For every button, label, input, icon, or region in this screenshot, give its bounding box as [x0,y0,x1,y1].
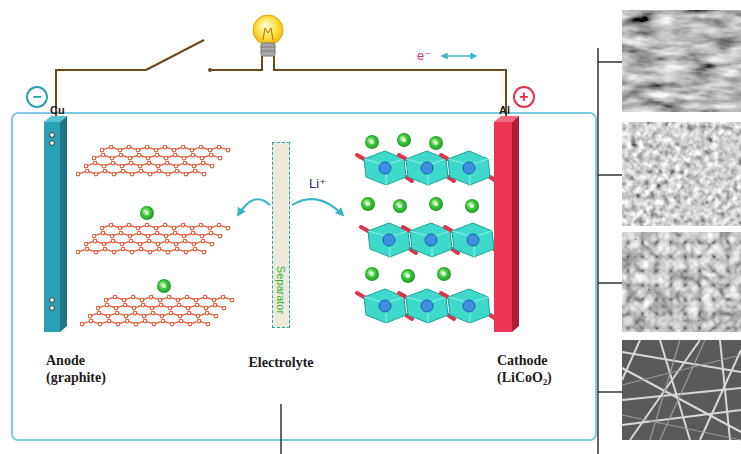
lithium-ion [397,133,411,147]
bracket-tick [598,282,622,284]
lithium-ion [429,136,443,150]
collector-label: Cu [50,104,65,116]
negative-terminal [27,87,47,107]
switch-contact [208,68,212,72]
coo6-octahedron [441,289,496,323]
cell-housing [12,113,596,440]
contact-dot [50,306,55,311]
lithium-ion [365,267,379,281]
graphite-layers [78,147,232,324]
lithium-ion [401,269,415,283]
wire [274,56,506,116]
bulb-thread [261,51,275,52]
anode-electrode: CuAnode (graphite) [38,98,236,392]
coo6-octahedron [441,151,496,185]
contact-dot [50,141,55,146]
electrode-label: Cathode (LiCoO₂) [497,352,552,386]
lithium-ion [365,135,379,149]
electrolyte-label: Electrolyte [248,354,313,371]
terminal-sign: + [519,89,528,105]
bracket-tick [598,174,622,176]
graphene-sheet [78,147,228,174]
lithium-ion [437,267,451,281]
separator-label: Separator [275,266,287,314]
cathode-electrode: AlCathode (LiCoO₂) [345,98,570,392]
sem-image [622,10,741,112]
sem-fibers [622,340,741,440]
anode-plate [44,116,67,332]
lithium-ion [157,279,171,293]
electron-flow-arrow [442,55,476,57]
fiber [630,340,700,440]
sem-image [622,340,741,440]
positive-terminal [514,87,534,107]
fiber [622,355,741,385]
fiber [622,340,640,380]
bracket-tick [598,61,622,63]
switch-lever [146,40,204,70]
bracket-line [597,48,599,454]
plate-side [512,116,519,332]
fiber [650,340,680,440]
fiber [720,340,730,440]
ion-label: Li⁺ [307,176,328,191]
fiber [660,340,705,440]
contact-dot [50,133,55,138]
cathode-plate [494,116,519,332]
sem-image [622,122,741,226]
bracket-tick [598,391,622,393]
lithium-ion [429,197,443,211]
collector-label: Al [499,104,510,116]
coo6-octahedron [445,223,500,257]
bulb-thread [261,47,275,48]
sem-bracket [598,48,622,454]
wire [56,70,146,116]
light-bulb [253,15,283,56]
plate-front [494,122,512,332]
sem-background [622,340,741,440]
graphene-sheet [82,297,232,324]
lithium-ion [361,197,375,211]
sem-image [622,232,741,332]
ion-flow-arrow [292,199,343,215]
licoo2-structure [357,133,500,323]
lithium-ion [393,199,407,213]
bulb-filament [263,28,273,40]
bulb-base [261,43,275,56]
lithium-ion [140,206,154,220]
plate-front [44,122,60,332]
fiber [622,415,741,440]
plate-side [60,116,67,332]
graphene-sheet [78,225,228,252]
electron-label: e⁻ [417,49,431,63]
wire [210,56,262,70]
leader-line [280,404,282,454]
contact-dot [50,298,55,303]
sem-fibers [622,340,741,440]
bulb-glass [253,15,283,45]
electrode-label: Anode (graphite) [46,352,106,386]
lithium-ion [465,199,479,213]
separator: Separator [272,142,290,328]
external-wire [56,40,506,116]
terminal-sign: − [32,89,41,105]
ion-flow-arrow [238,199,270,215]
